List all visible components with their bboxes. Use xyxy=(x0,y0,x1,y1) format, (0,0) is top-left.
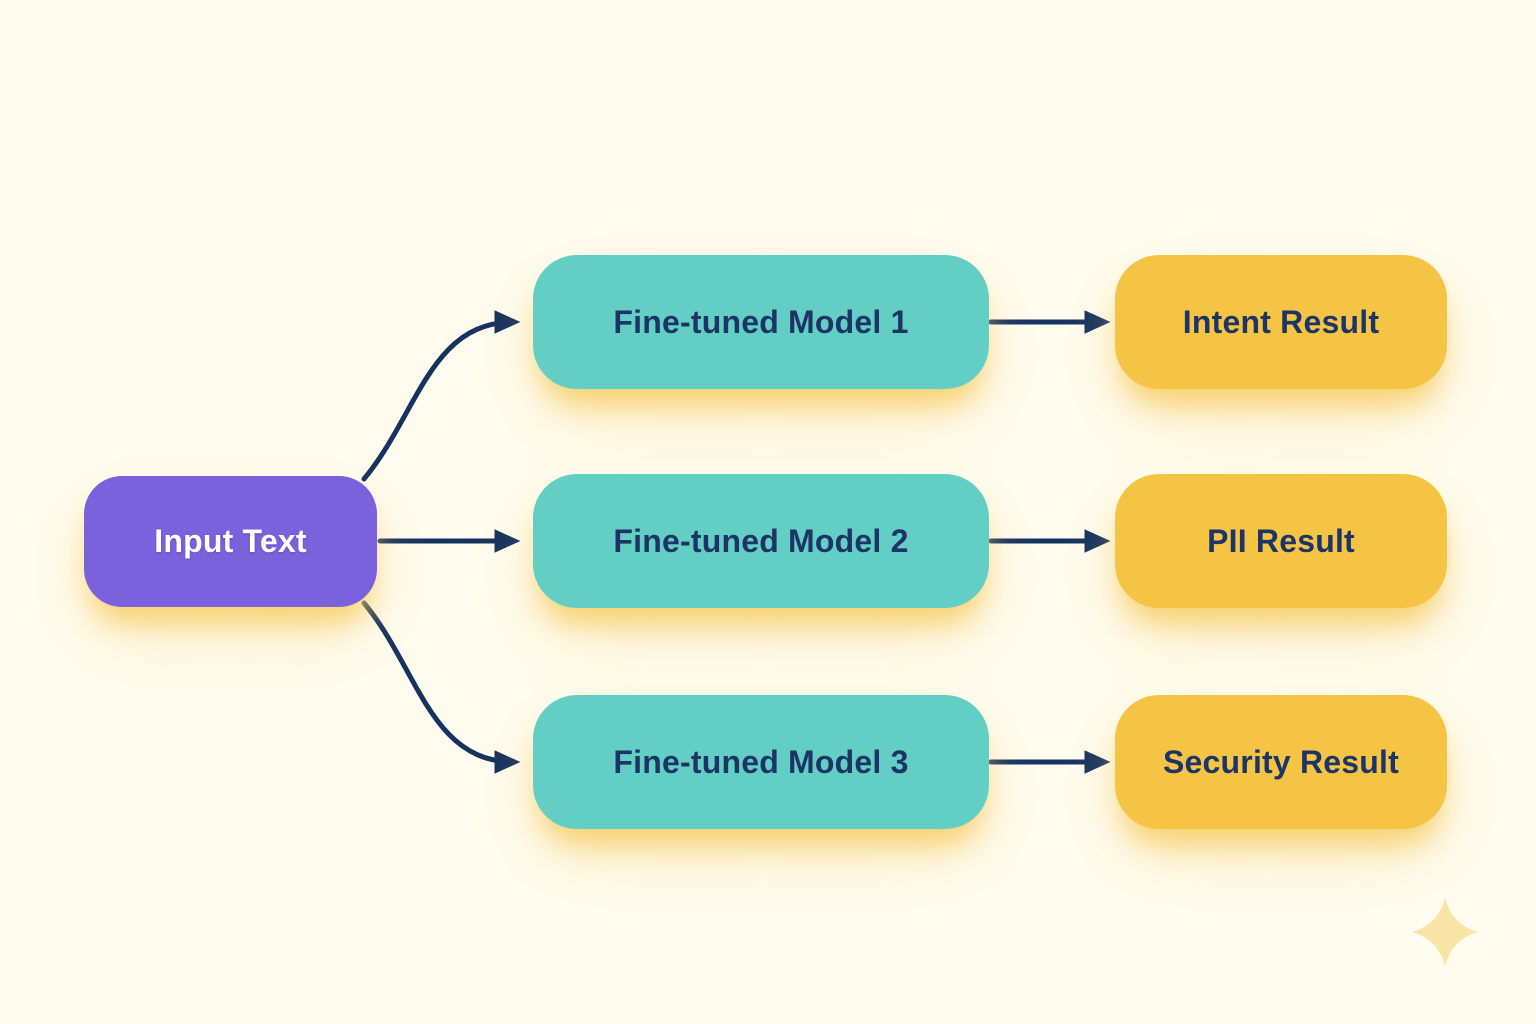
node-fine-tuned-model-3: Fine-tuned Model 3 xyxy=(533,695,989,829)
node-pii-result: PII Result xyxy=(1115,474,1447,608)
arrow-input-to-model1 xyxy=(361,310,521,482)
arrow-input-to-model3 xyxy=(361,600,521,774)
node-fine-tuned-model-1: Fine-tuned Model 1 xyxy=(533,255,989,389)
node-fine-tuned-model-2: Fine-tuned Model 2 xyxy=(533,474,989,608)
node-intent-result: Intent Result xyxy=(1115,255,1447,389)
node-input-text-label: Input Text xyxy=(154,523,307,559)
node-fine-tuned-model-2-label: Fine-tuned Model 2 xyxy=(613,522,909,559)
node-security-result: Security Result xyxy=(1115,695,1447,829)
node-intent-result-label: Intent Result xyxy=(1182,303,1380,340)
node-pii-result-label: PII Result xyxy=(1207,522,1355,559)
node-fine-tuned-model-3-label: Fine-tuned Model 3 xyxy=(613,743,909,780)
node-input-text: Input Text xyxy=(84,476,377,607)
sparkle-icon xyxy=(1412,898,1478,966)
node-security-result-label: Security Result xyxy=(1163,743,1399,780)
node-fine-tuned-model-1-label: Fine-tuned Model 1 xyxy=(613,303,909,340)
